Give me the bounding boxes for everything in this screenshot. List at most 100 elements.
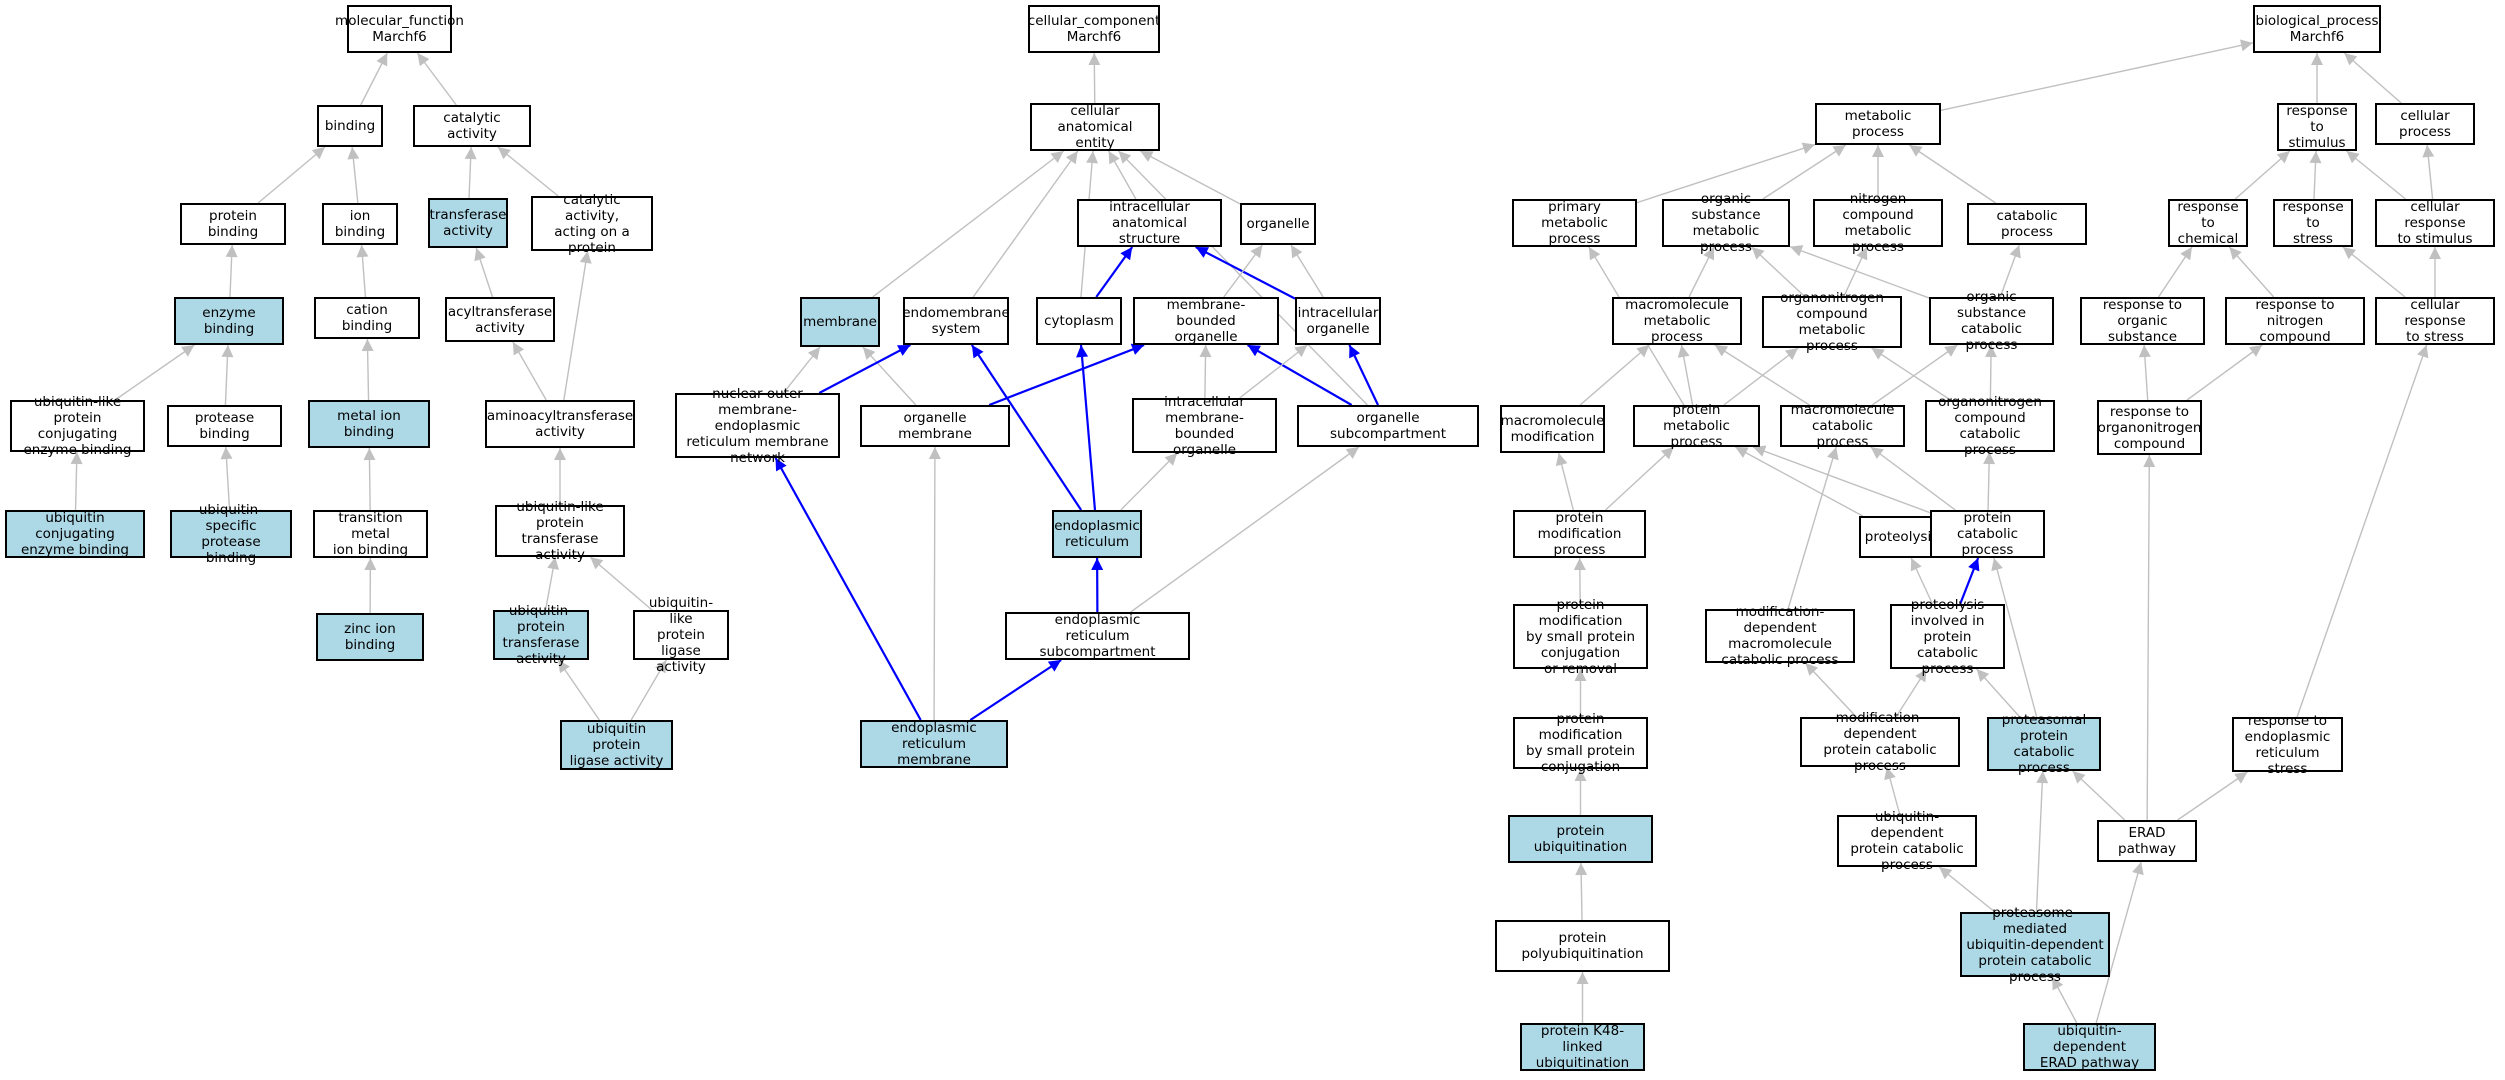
go-term-mb-organelle[interactable]: membrane-bounded organelle (1133, 297, 1279, 345)
edge-resp_er_stress-to-cell_resp_stress (2296, 344, 2429, 718)
edge-intra_mb_organelle-to-intracell_organelle (1239, 344, 1308, 399)
edge-metal_ion_binding-to-cation_binding (361, 338, 374, 401)
edge-ubq_spec_protease-to-protease_binding (220, 446, 233, 511)
go-term-ubl-transferase[interactable]: ubiquitin-like protein transferase activ… (495, 499, 625, 563)
go-term-enzyme-binding[interactable]: enzyme binding (174, 297, 284, 345)
go-term-polyubiq[interactable]: protein polyubiquitination (1495, 920, 1670, 972)
go-term-membrane[interactable]: membrane (800, 297, 880, 347)
go-term-organelle[interactable]: organelle (1240, 203, 1316, 245)
go-term-metal-ion-binding[interactable]: metal ion binding (308, 400, 430, 448)
go-term-protein-mod[interactable]: protein modification process (1513, 510, 1646, 558)
go-term-resp-orgN[interactable]: response to organonitrogen compound (2097, 400, 2202, 455)
go-term-protease-binding[interactable]: protease binding (167, 405, 282, 447)
go-term-intra-mb-organelle[interactable]: intracellular membrane-bounded organelle (1132, 394, 1277, 458)
go-term-orgN-metabolic[interactable]: organonitrogen compound metabolic proces… (1762, 290, 1902, 354)
go-term-cellular-process[interactable]: cellular process (2375, 103, 2475, 145)
go-term-macromol-metabolic[interactable]: macromolecule metabolic process (1612, 297, 1742, 345)
edge-proteolysis_pcp-to-protein_catabolic (1959, 557, 1980, 605)
go-term-pm-small-conj[interactable]: protein modification by small protein co… (1513, 711, 1648, 775)
go-term-endomembrane[interactable]: endomembrane system (902, 297, 1010, 345)
edge-polyubiq-to-protein_ubiq (1575, 862, 1588, 921)
go-term-ubq-conj-binding[interactable]: ubiquitin conjugating enzyme binding (5, 510, 145, 558)
go-term-transition-metal[interactable]: transition metal ion binding (313, 510, 428, 558)
go-term-proteolysis[interactable]: proteolysis (1859, 516, 1944, 558)
go-term-resp-organic[interactable]: response to organic substance (2080, 297, 2205, 345)
edge-intracell_organelle-to-organelle (1290, 244, 1324, 298)
go-term-resp-nitrogen[interactable]: response to nitrogen compound (2225, 297, 2365, 345)
go-term-zinc-ion[interactable]: zinc ion binding (316, 613, 424, 661)
go-term-organelle-membrane[interactable]: organelle membrane (860, 405, 1010, 447)
go-term-protein-metabolic[interactable]: protein metabolic process (1633, 402, 1760, 450)
go-term-ubl-conj-binding[interactable]: ubiquitin-like protein conjugating enzym… (10, 394, 145, 458)
go-term-ubq-dep-protein-cat[interactable]: ubiquitin-dependent protein catabolic pr… (1837, 809, 1977, 873)
go-term-binding[interactable]: binding (317, 105, 383, 147)
edge-cytoplasm-to-intracell_struct (1095, 246, 1134, 298)
go-term-resp-stress[interactable]: response to stress (2273, 199, 2353, 247)
go-term-resp-chemical[interactable]: response to chemical (2168, 199, 2248, 247)
go-term-org-subst-catabolic[interactable]: organic substance catabolic process (1929, 289, 2054, 353)
go-term-macromol-catabolic[interactable]: macromolecule catabolic process (1780, 402, 1905, 450)
go-term-bp-root[interactable]: biological_process Marchf6 (2253, 5, 2381, 53)
go-term-ion-binding[interactable]: ion binding (322, 203, 398, 245)
go-term-intracell-organelle[interactable]: intracellular organelle (1295, 297, 1381, 345)
edge-resp_chemical-to-resp_stimulus (2234, 150, 2291, 200)
edge-cellular_process-to-bp_root (2343, 52, 2402, 104)
edge-proteasomal_cat-to-protein_catabolic (1991, 557, 2038, 718)
go-term-er-subcomp[interactable]: endoplasmic reticulum subcompartment (1005, 612, 1190, 660)
go-term-ubl-ligase[interactable]: ubiquitin-like protein ligase activity (633, 595, 729, 675)
go-term-aminoacyltransferase[interactable]: aminoacyltransferase activity (485, 400, 635, 448)
go-term-intracell-struct[interactable]: intracellular anatomical structure (1077, 199, 1222, 247)
go-term-ubq-spec-protease[interactable]: ubiquitin-specific protease binding (170, 502, 292, 566)
go-term-primary-metabolic[interactable]: primary metabolic process (1512, 199, 1637, 247)
edge-proteasome_mediated-to-ubq_dep_protein_cat (1938, 866, 1996, 913)
go-term-ubq-ligase[interactable]: ubiquitin protein ligase activity (560, 720, 673, 770)
go-term-nitrogen-metabolic[interactable]: nitrogen compound metabolic process (1813, 191, 1943, 255)
edge-endomembrane-to-anat_entity (972, 150, 1079, 298)
go-term-mod-dep-macro-cat[interactable]: modification-dependent macromolecule cat… (1705, 604, 1855, 668)
go-term-acyltransferase[interactable]: acyltransferase activity (445, 297, 555, 342)
go-term-resp-stimulus[interactable]: response to stimulus (2277, 103, 2357, 151)
go-term-protein-binding[interactable]: protein binding (180, 203, 286, 245)
edge-enzyme_binding-to-protein_binding (225, 244, 238, 298)
go-term-organelle-subcomp[interactable]: organelle subcompartment (1297, 405, 1479, 447)
go-term-resp-er-stress[interactable]: response to endoplasmic reticulum stress (2232, 713, 2343, 777)
go-term-k48[interactable]: protein K48-linked ubiquitination (1520, 1023, 1645, 1071)
go-term-cytoplasm[interactable]: cytoplasm (1036, 297, 1122, 345)
edge-cation_binding-to-ion_binding (356, 244, 369, 298)
edge-ubq_conj_binding-to-ubl_conj_binding (70, 451, 83, 511)
go-term-ubq-dep-erad[interactable]: ubiquitin-dependent ERAD pathway (2023, 1023, 2156, 1071)
go-term-er[interactable]: endoplasmic reticulum (1052, 510, 1142, 558)
edge-proteolysis-to-protein_metabolic (1734, 446, 1864, 517)
go-term-cell-resp-stress[interactable]: cellular response to stress (2375, 297, 2495, 345)
go-term-protein-ubiq[interactable]: protein ubiquitination (1508, 815, 1653, 863)
go-term-proteasomal-cat[interactable]: proteasomal protein catabolic process (1987, 712, 2101, 776)
go-term-protein-catabolic[interactable]: protein catabolic process (1930, 510, 2045, 558)
go-term-catabolic[interactable]: catabolic process (1967, 203, 2087, 245)
go-term-anat-entity[interactable]: cellular anatomical entity (1030, 103, 1160, 151)
go-term-mod-dep-protein-cat[interactable]: modification-dependent protein catabolic… (1800, 710, 1960, 774)
go-term-macromol-mod[interactable]: macromolecule modification (1500, 405, 1605, 453)
go-term-org-subst-metabolic[interactable]: organic substance metabolic process (1662, 191, 1790, 255)
go-term-metabolic[interactable]: metabolic process (1815, 103, 1941, 145)
edge-metabolic-to-bp_root (1940, 39, 2254, 112)
go-term-cc-root[interactable]: cellular_component Marchf6 (1028, 5, 1160, 53)
edge-org_subst_catabolic-to-org_subst_metabolic (1789, 245, 1930, 299)
go-term-ubq-protein-transferase[interactable]: ubiquitin-protein transferase activity (493, 603, 589, 667)
go-term-nuclear-outer[interactable]: nuclear outer membrane-endoplasmic retic… (675, 386, 840, 466)
go-term-catalytic[interactable]: catalytic activity (413, 105, 531, 147)
edge-resp_organic-to-resp_chemical (2157, 246, 2193, 298)
go-term-mf-root[interactable]: molecular_function Marchf6 (335, 5, 464, 53)
go-term-proteolysis-pcp[interactable]: proteolysis involved in protein cataboli… (1890, 597, 2005, 677)
go-term-er-membrane[interactable]: endoplasmic reticulum membrane (860, 720, 1008, 768)
go-term-proteasome-mediated[interactable]: proteasome-mediated ubiquitin-dependent … (1960, 905, 2110, 985)
go-term-cation-binding[interactable]: cation binding (314, 297, 420, 339)
go-term-erad[interactable]: ERAD pathway (2097, 820, 2197, 862)
go-term-transferase[interactable]: transferase activity (428, 198, 508, 248)
go-term-cell-resp-stimulus[interactable]: cellular response to stimulus (2375, 199, 2495, 247)
edge-transferase-to-catalytic (464, 146, 477, 199)
edge-er_membrane-to-organelle_membrane (928, 446, 941, 721)
go-term-pm-small-removal[interactable]: protein modification by small protein co… (1513, 597, 1648, 677)
go-term-cat-protein[interactable]: catalytic activity, acting on a protein (531, 192, 653, 256)
go-term-orgN-catabolic[interactable]: organonitrogen compound catabolic proces… (1925, 394, 2055, 458)
